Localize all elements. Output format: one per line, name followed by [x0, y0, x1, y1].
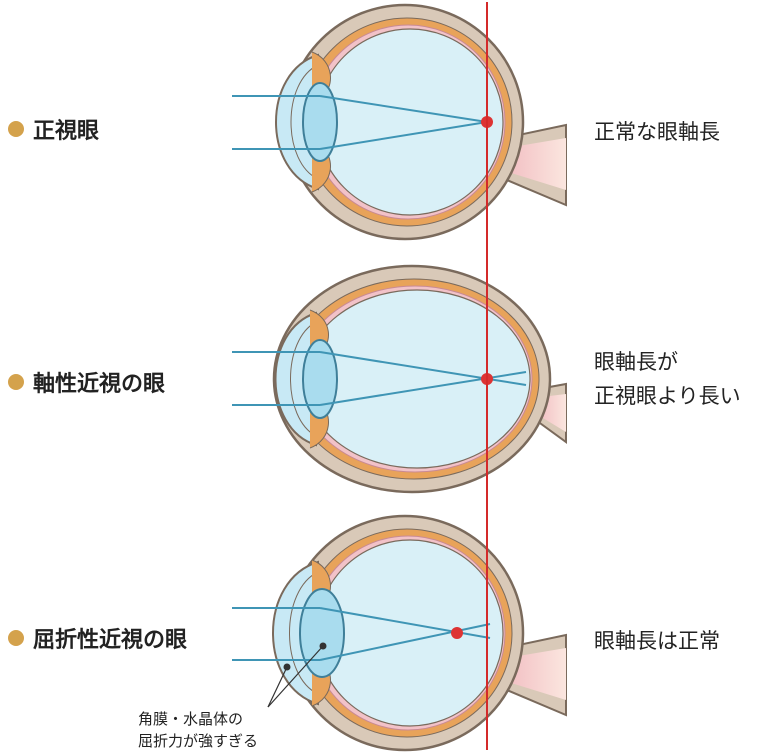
row-label-text: 軸性近視の眼	[33, 366, 165, 398]
row-desc-axial-myopia: 眼軸長が 正視眼より長い	[594, 345, 741, 413]
bullet-icon	[8, 630, 24, 646]
row-label-axial-myopia: 軸性近視の眼	[8, 366, 165, 398]
row-label-refractive-myopia: 屈折性近視の眼	[8, 622, 187, 654]
row-desc-emmetropia: 正常な眼軸長	[594, 115, 720, 149]
bullet-icon	[8, 374, 24, 390]
cornea-lens-annotation: 角膜・水晶体の 屈折力が強すぎる	[138, 708, 258, 752]
row-label-text: 屈折性近視の眼	[33, 622, 187, 654]
desc-line: 眼軸長は正常	[594, 624, 720, 658]
annotation-line: 屈折力が強すぎる	[138, 730, 258, 752]
row-desc-refractive-myopia: 眼軸長は正常	[594, 624, 720, 658]
eye-axial-myopia-icon	[232, 266, 566, 492]
annotation-line: 角膜・水晶体の	[138, 708, 258, 730]
eye-normal-icon	[232, 5, 566, 239]
focal-point	[451, 627, 463, 639]
desc-line: 正常な眼軸長	[594, 115, 720, 149]
row-label-emmetropia: 正視眼	[8, 113, 99, 145]
row-label-text: 正視眼	[33, 113, 99, 145]
eye-refractive-myopia-icon	[232, 516, 566, 750]
bullet-icon	[8, 121, 24, 137]
desc-line: 眼軸長が	[594, 345, 741, 379]
desc-line: 正視眼より長い	[594, 379, 741, 413]
